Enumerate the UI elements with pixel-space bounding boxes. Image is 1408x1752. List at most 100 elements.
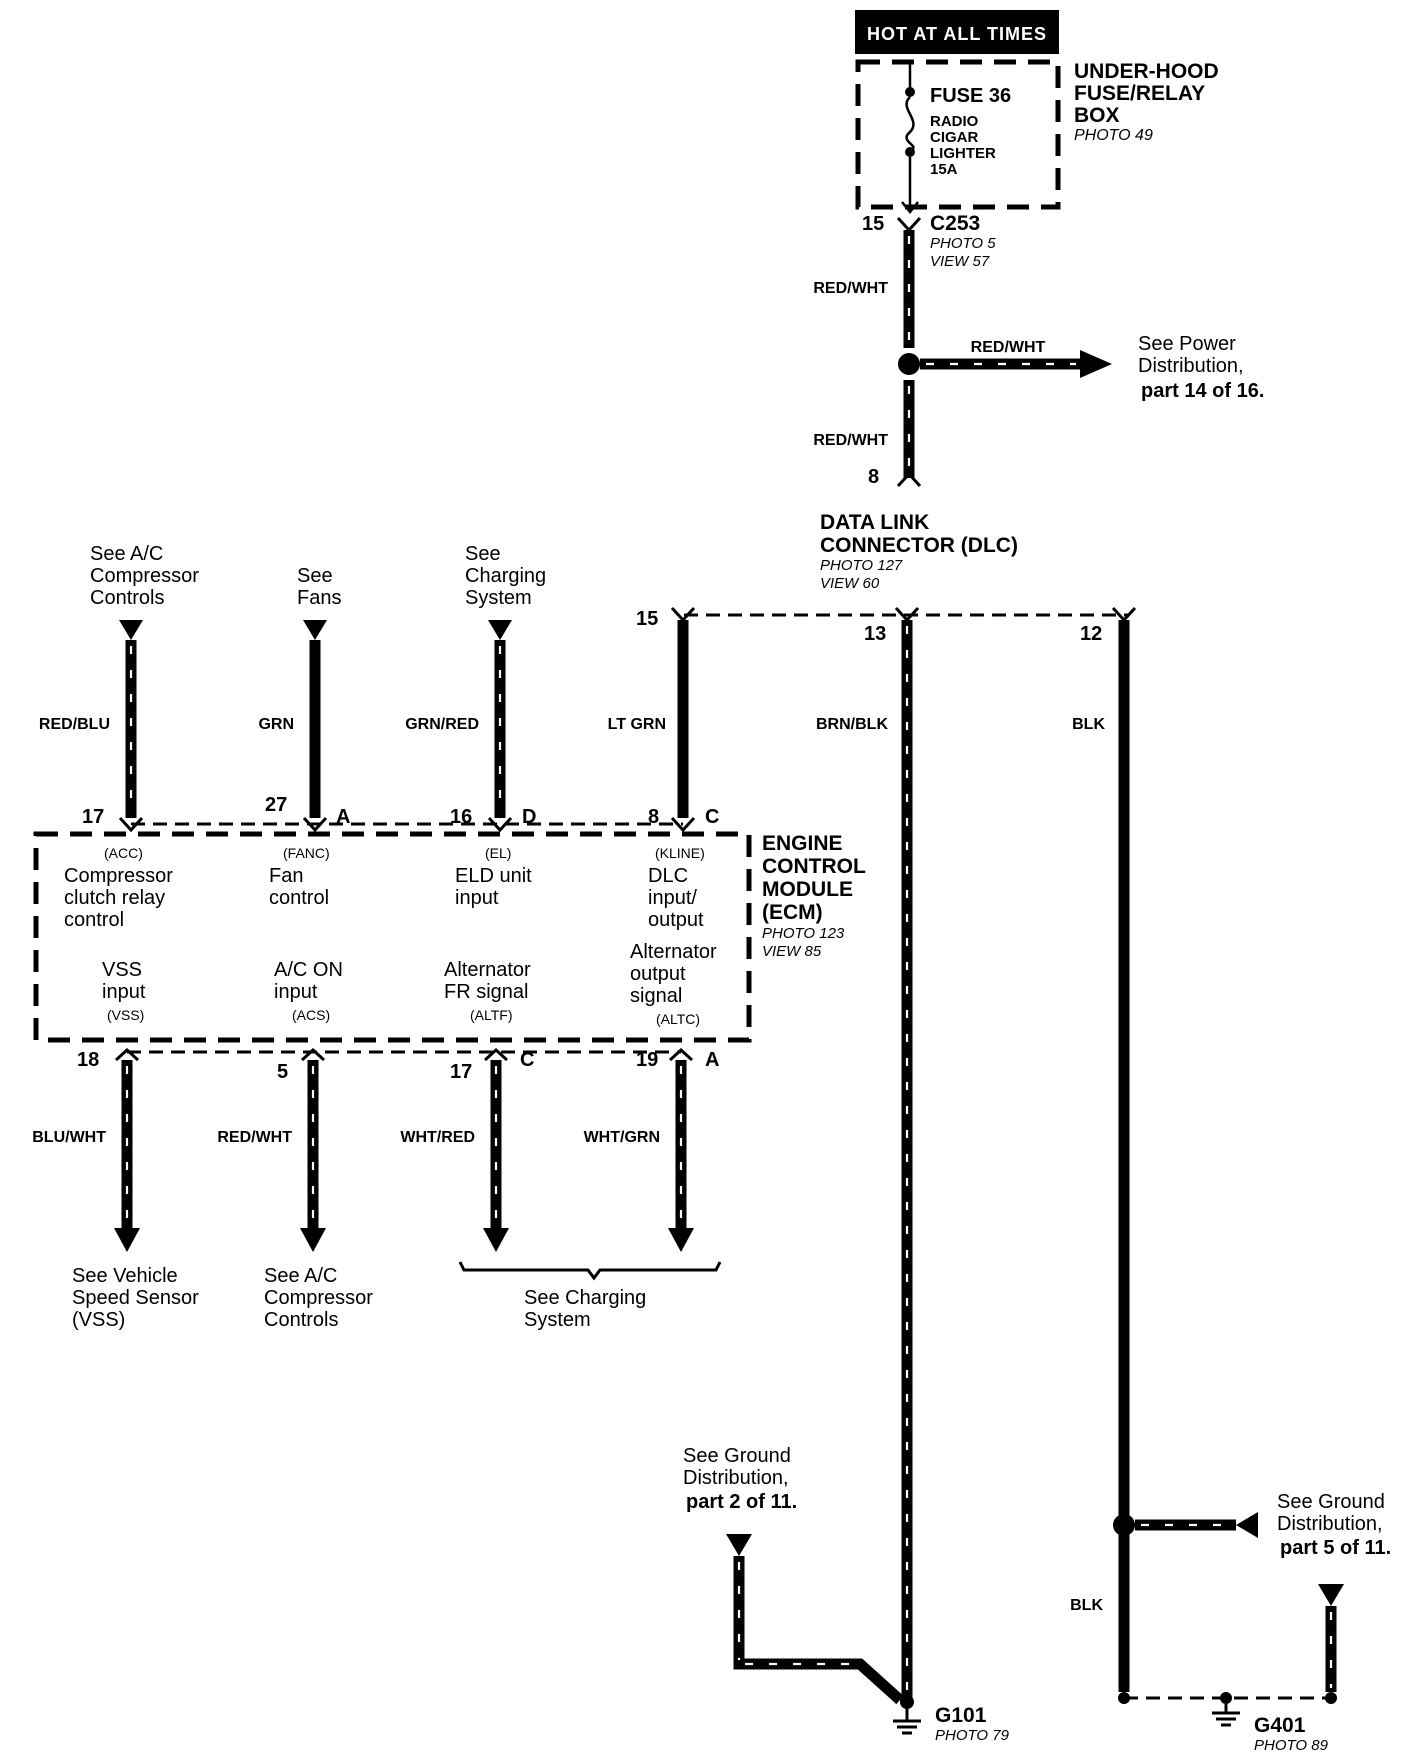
ecm-name-4: (ECM) (762, 901, 823, 924)
fuse-desc-4: 15A (930, 161, 958, 178)
acs-pin: 5 (277, 1061, 288, 1083)
dlc-view: VIEW 60 (820, 575, 880, 592)
el-dest-1: See (465, 543, 501, 565)
ground-left-wire-stripe (737, 1562, 856, 1666)
c253-pin: 15 (862, 213, 884, 235)
dlc-photo: PHOTO 127 (820, 557, 903, 574)
hot-label-box (855, 10, 1059, 54)
dlc-brn-blk-label: BRN/BLK (816, 716, 888, 733)
g401-center-node (1220, 1692, 1232, 1704)
ecm-name-2: CONTROL (762, 855, 866, 878)
fanc-code: (FANC) (283, 845, 330, 861)
acs-func-1: A/C ON (274, 959, 343, 981)
g101-ground-icon (893, 1708, 921, 1735)
fuse-desc-3: LIGHTER (930, 145, 996, 162)
vss-pin: 18 (77, 1049, 99, 1071)
charging-dest-1: See Charging (524, 1287, 646, 1309)
fanc-connector (302, 816, 328, 833)
ground-right-dest-2: Distribution, (1277, 1513, 1383, 1535)
altf-pin: 17 (450, 1061, 472, 1083)
el-source-arrow (488, 620, 512, 640)
fanc-func-1: Fan (269, 865, 303, 887)
vss-dest-2: Speed Sensor (72, 1287, 199, 1309)
fuse-desc-1: RADIO (930, 113, 979, 130)
power-wire-upper-label: RED/WHT (813, 280, 888, 297)
fuse-box-name-1: UNDER-HOOD (1074, 60, 1219, 83)
el-func-1: ELD unit (455, 865, 532, 887)
fuse-element (905, 96, 915, 152)
acc-connector (118, 816, 144, 833)
el-connector (487, 816, 513, 833)
ground-left-dest-1: See Ground (683, 1445, 791, 1467)
acs-func-2: input (274, 981, 318, 1003)
fuse-box-photo: PHOTO 49 (1074, 127, 1153, 144)
ground-right-source-arrow (1236, 1512, 1258, 1538)
altf-func-1: Alternator (444, 959, 531, 981)
altf-conn: C (520, 1049, 534, 1071)
fanc-wire-label: GRN (258, 716, 294, 733)
kline-pin: 8 (648, 806, 659, 828)
acs-code: (ACS) (292, 1007, 330, 1023)
fanc-source-arrow (303, 620, 327, 640)
kline-func-3: output (648, 909, 704, 931)
ground-right-dest-1: See Ground (1277, 1491, 1385, 1513)
el-pin: 16 (450, 806, 472, 828)
vss-dest-1: See Vehicle (72, 1265, 178, 1287)
acc-code: (ACC) (104, 845, 143, 861)
altf-wire-label: WHT/RED (400, 1129, 475, 1146)
fuse-box-name-3: BOX (1074, 104, 1120, 127)
altf-connector (483, 1047, 509, 1062)
ground-left-dest-part: part 2 of 11. (686, 1491, 797, 1513)
altf-code: (ALTF) (470, 1007, 513, 1023)
power-branch-arrow (1080, 350, 1112, 378)
acc-dest-1: See A/C (90, 543, 163, 565)
vss-dest-3: (VSS) (72, 1309, 125, 1331)
power-wire-lower-label: RED/WHT (813, 432, 888, 449)
ecm-view: VIEW 85 (762, 943, 822, 960)
vss-code: (VSS) (107, 1007, 144, 1023)
acs-dest-2: Compressor (264, 1287, 373, 1309)
altc-connector (668, 1047, 694, 1062)
g401-right-node (1325, 1692, 1337, 1704)
el-dest-2: Charging (465, 565, 546, 587)
ecm-name-3: MODULE (762, 878, 853, 901)
vss-func-2: input (102, 981, 146, 1003)
acc-dest-3: Controls (90, 587, 164, 609)
c253-name: C253 (930, 212, 980, 235)
el-wire-label: GRN/RED (405, 716, 479, 733)
ground-left-dest-2: Distribution, (683, 1467, 789, 1489)
charging-bracket (458, 1261, 722, 1281)
c253-photo: PHOTO 5 (930, 235, 996, 252)
acs-dest-3: Controls (264, 1309, 338, 1331)
fuse-terminal-bottom (905, 147, 915, 157)
altc-dest-arrow (668, 1228, 694, 1252)
acc-pin: 17 (82, 806, 104, 828)
ecm-photo: PHOTO 123 (762, 925, 845, 942)
g401-name: G401 (1254, 1714, 1306, 1737)
vss-func-1: VSS (102, 959, 142, 981)
power-splice (898, 353, 920, 375)
hot-label: HOT AT ALL TIMES (867, 24, 1047, 44)
charging-dest-2: System (524, 1309, 591, 1331)
dlc-name-1: DATA LINK (820, 511, 929, 534)
vss-connector (114, 1047, 140, 1062)
fanc-pin: 27 (265, 794, 287, 816)
kline-func-2: input/ (648, 887, 697, 909)
fuse-title: FUSE 36 (930, 85, 1011, 107)
c253-connector-symbol (896, 216, 922, 233)
g401-ground-icon (1212, 1704, 1240, 1727)
acc-source-arrow (119, 620, 143, 640)
ground-right-dest-part: part 5 of 11. (1280, 1537, 1391, 1559)
g101-name: G101 (935, 1704, 987, 1727)
kline-connector (670, 816, 696, 833)
fanc-conn: A (336, 806, 350, 828)
altc-code: (ALTC) (656, 1011, 700, 1027)
c253-view: VIEW 57 (930, 253, 990, 270)
el-conn: D (522, 806, 536, 828)
fuse-box-name-2: FUSE/RELAY (1074, 82, 1205, 105)
ecm-name-1: ENGINE (762, 832, 843, 855)
ground-left-wire (733, 1556, 904, 1705)
kline-func-1: DLC (648, 865, 688, 887)
ground-right-upper-arrow (1318, 1584, 1344, 1606)
